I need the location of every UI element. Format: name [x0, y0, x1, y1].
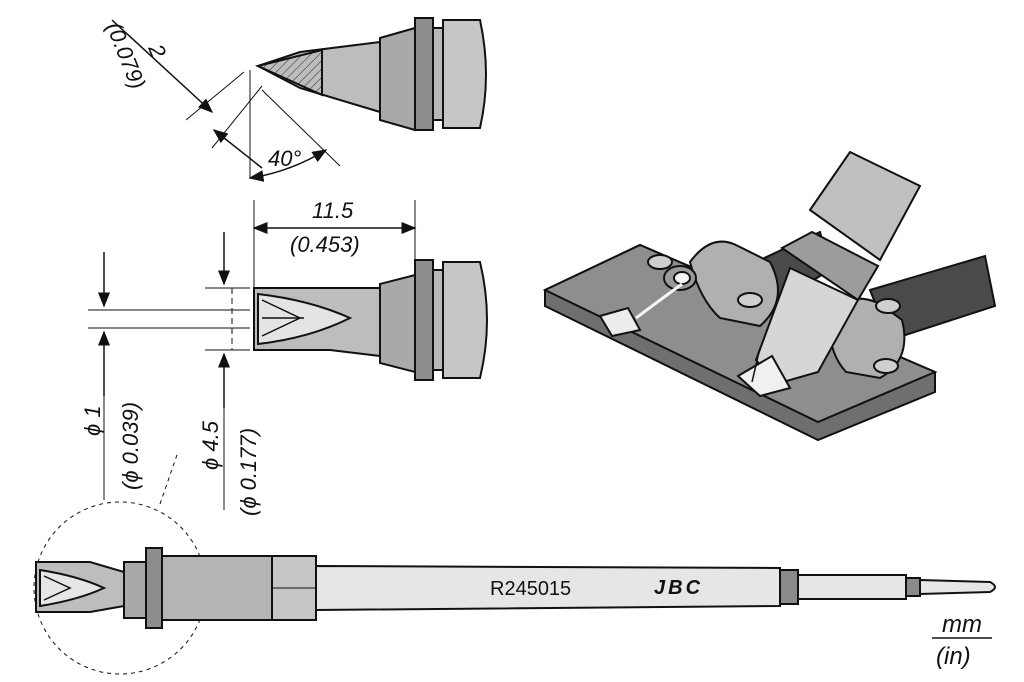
side-width-mm: 2: [143, 40, 171, 62]
tip-dia-in: (ϕ 0.177): [236, 428, 261, 516]
tip-angle: 40°: [268, 146, 301, 171]
length-in: (0.453): [290, 232, 360, 257]
side-view: [111, 17, 487, 182]
cartridge-view: [33, 451, 996, 675]
slot-dia-in: (ϕ 0.039): [118, 402, 143, 490]
side-width-in: (0.079): [101, 19, 150, 93]
front-view: [88, 200, 488, 510]
tip-dia-mm: ϕ 4.5: [198, 420, 223, 470]
unit-secondary: (in): [936, 643, 971, 670]
unit-primary: mm: [942, 611, 982, 638]
slot-dia-mm: ϕ 1: [80, 405, 105, 436]
application-illustration: [542, 150, 997, 442]
length-mm: 11.5: [312, 198, 354, 223]
brand-logo: JBC: [654, 577, 703, 599]
part-number: R245015: [490, 578, 571, 600]
